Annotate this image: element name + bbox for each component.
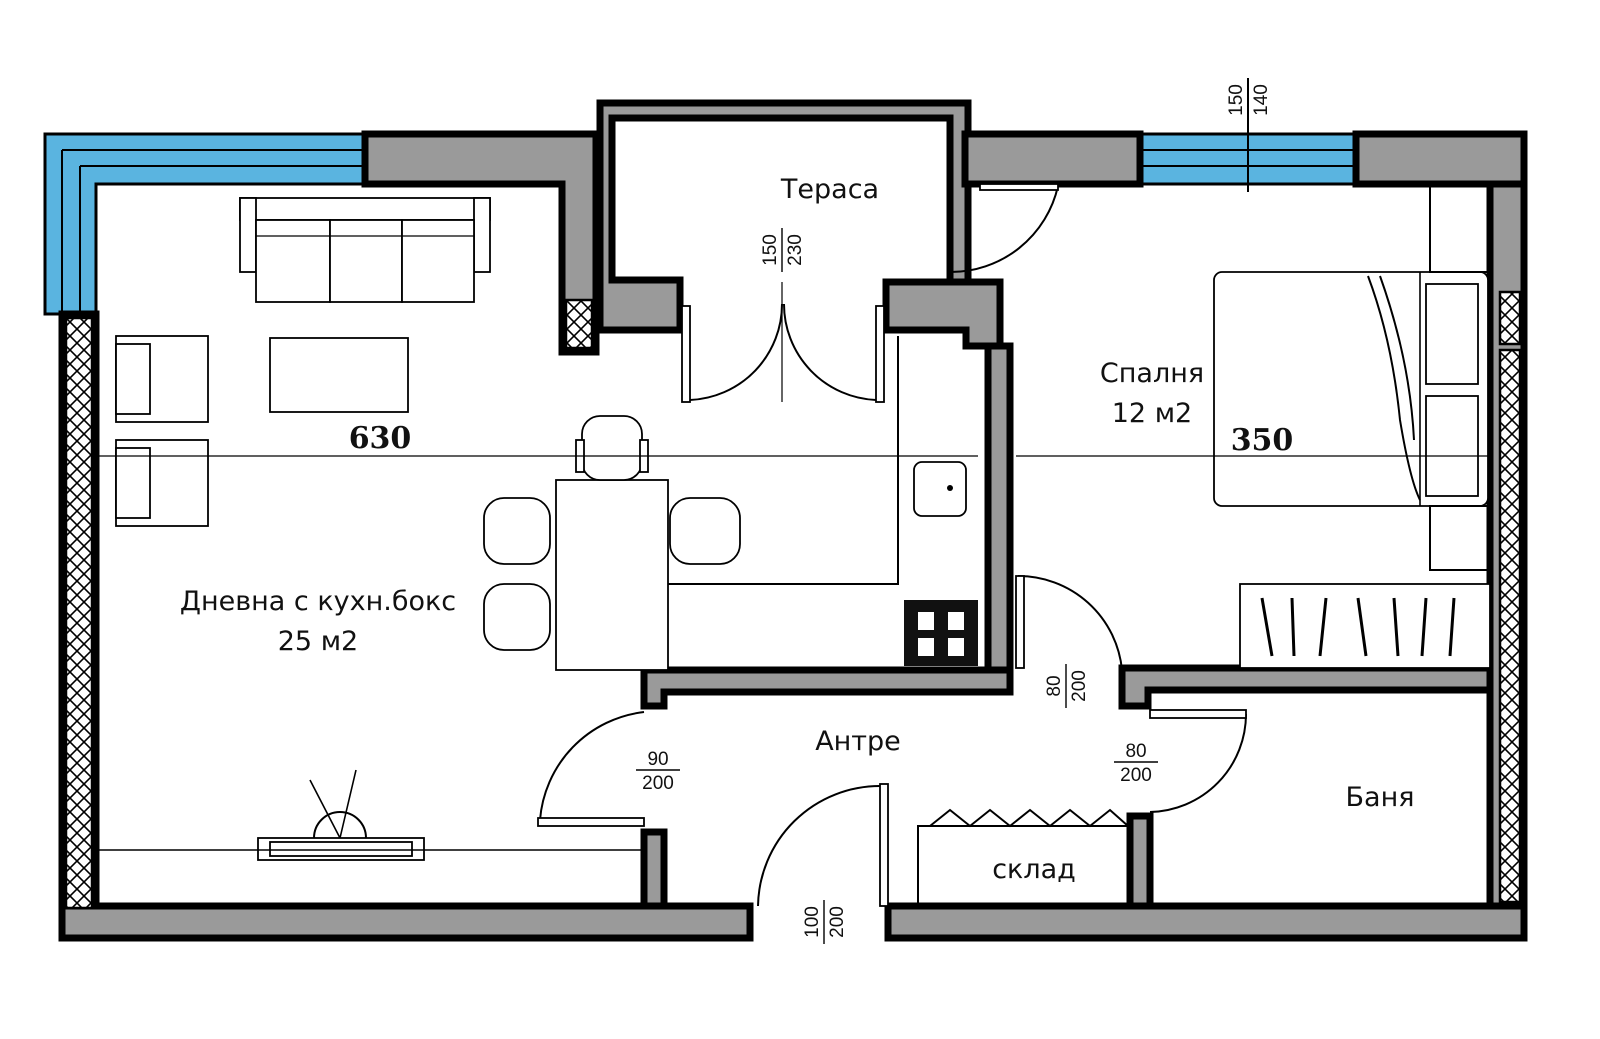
door-terrace-exterior [949, 183, 1059, 274]
door-living [537, 711, 645, 827]
opening-door-entrance: 100 200 [802, 900, 848, 944]
room-bedroom-area: 12 м2 [1112, 398, 1193, 429]
bed-wall-panel [1429, 183, 1491, 273]
interior-walls [640, 278, 1494, 910]
dining-chairs [483, 415, 741, 651]
kitchen-counter [668, 336, 978, 666]
svg-text:200: 200 [642, 773, 674, 794]
room-terrace-name: Тераса [780, 174, 879, 205]
svg-text:80: 80 [1044, 675, 1065, 696]
svg-text:200: 200 [1069, 670, 1090, 702]
svg-text:230: 230 [785, 234, 806, 266]
opening-window-bedroom: 150 140 [1226, 78, 1272, 122]
sofa [239, 197, 491, 303]
column-hatch-left [564, 298, 594, 350]
dimension-bedroom-width: 350 [1231, 423, 1294, 458]
dining-table [555, 479, 669, 671]
opening-door-terrace: 150 230 [760, 228, 806, 272]
door-bathroom [1149, 709, 1247, 813]
dimension-living-width: 630 [349, 421, 412, 456]
room-living-area: 25 м2 [278, 626, 359, 657]
svg-text:80: 80 [1125, 741, 1146, 762]
right-wall-insulation [1498, 290, 1522, 346]
room-living-name: Дневна с кухн.бокс [180, 586, 456, 617]
bed [1213, 271, 1489, 507]
tv-unit [96, 769, 644, 861]
door-bedroom [1015, 574, 1123, 671]
svg-text:140: 140 [1251, 84, 1272, 116]
svg-text:200: 200 [1120, 765, 1152, 786]
left-wall-insulation [64, 316, 94, 910]
bed-side-panel [1429, 505, 1491, 571]
storage-closet [917, 808, 1131, 907]
door-terrace-double [681, 282, 885, 403]
svg-text:200: 200 [827, 906, 848, 938]
opening-door-bathroom: 80 200 [1114, 741, 1158, 786]
room-bedroom-name: Спалня [1100, 358, 1204, 389]
svg-text:100: 100 [802, 906, 823, 938]
svg-text:150: 150 [760, 234, 781, 266]
opening-door-bedroom: 80 200 [1044, 664, 1090, 708]
armchair-bottom [115, 439, 209, 527]
door-entrance [757, 783, 889, 907]
wardrobe [1239, 583, 1491, 669]
bedroom-window-glazing [1138, 78, 1358, 192]
right-wall-insulation-lower [1498, 348, 1522, 904]
armchair-top [115, 335, 209, 423]
svg-text:150: 150 [1226, 84, 1247, 116]
coffee-table [269, 337, 409, 413]
opening-door-living: 90 200 [636, 749, 680, 794]
svg-text:90: 90 [647, 749, 668, 770]
room-bathroom-name: Баня [1346, 782, 1415, 813]
room-hall-name: Антре [815, 726, 901, 757]
room-storage-name: склад [992, 854, 1076, 885]
